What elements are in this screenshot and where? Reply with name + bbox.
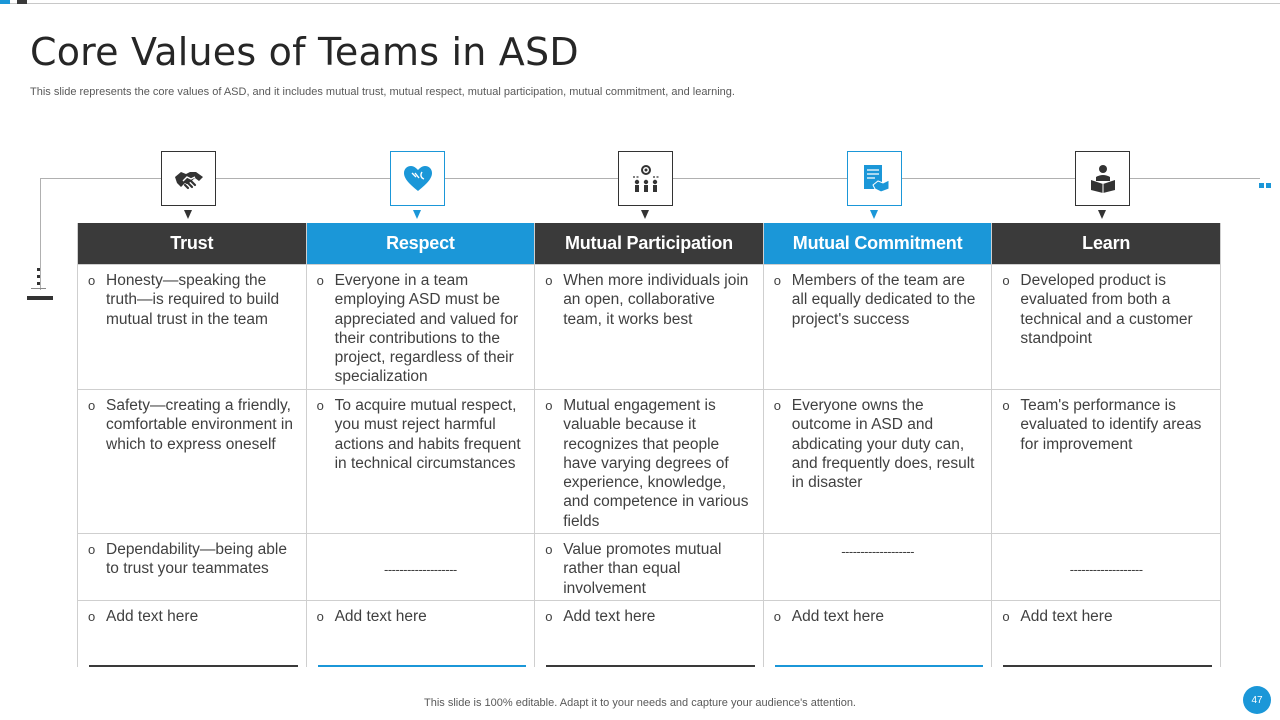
table-cell: Add text here [535,600,763,667]
table-cell: Developed product is evaluated from both… [992,264,1220,389]
placeholder-dashes: ------------------- [1069,562,1143,577]
bullet-text: Developed product is evaluated from both… [1002,271,1210,348]
reading-person-icon [1075,151,1130,206]
table-cell: ------------------- [763,533,992,600]
column-header: Trust [78,223,306,264]
bullet-text: Value promotes mutual rather than equal … [545,540,753,598]
team-gear-icon [618,151,673,206]
arrow-down-icon [870,210,878,219]
table-cell: ------------------- [992,533,1220,600]
timeline-start-marker [27,268,53,300]
top-accent-dark [17,0,27,4]
table-cell: Safety—creating a friendly, comfortable … [78,389,306,533]
top-accent-blue [0,0,10,4]
bullet-text: When more individuals join an open, coll… [545,271,753,329]
bullet-text: Mutual engagement is valuable because it… [545,396,753,531]
bullet-text: Add text here [88,607,296,627]
top-rule [0,0,1280,4]
column-header: Mutual Participation [535,223,763,264]
column-respect: Respect Everyone in a team employing ASD… [306,223,536,667]
table-cell: Everyone owns the outcome in ASD and abd… [763,389,992,533]
column-footer-bar [546,665,755,667]
arrow-down-icon [1098,210,1106,219]
handshake-icon [161,151,216,206]
table-cell: Add text here [763,600,992,667]
bullet-text: Add text here [545,607,753,627]
table-cell: Team's performance is evaluated to ident… [992,389,1220,533]
table-cell: Add text here [992,600,1220,667]
column-learn: Learn Developed product is evaluated fro… [992,223,1221,667]
timeline-end-marker [1259,175,1273,193]
column-footer-bar [317,665,527,667]
heart-icon [390,151,445,206]
table-cell: Dependability—being able to trust your t… [78,533,306,600]
placeholder-dashes: ------------------- [384,562,457,577]
arrow-down-icon [184,210,192,219]
table-cell: Mutual engagement is valuable because it… [535,389,763,533]
placeholder-dashes: ------------------- [841,544,914,559]
bullet-text: Everyone in a team employing ASD must be… [317,271,525,387]
column-trust: Trust Honesty—speaking the truth—is requ… [78,223,307,667]
bullet-text: Honesty—speaking the truth—is required t… [88,271,296,329]
bullet-text: To acquire mutual respect, you must reje… [317,396,525,473]
bullet-text: Add text here [774,607,982,627]
bullet-text: Team's performance is evaluated to ident… [1002,396,1210,454]
bullet-text: Add text here [317,607,525,627]
bullet-text: Add text here [1002,607,1210,627]
arrow-down-icon [641,210,649,219]
table-cell: When more individuals join an open, coll… [535,264,763,389]
column-footer-bar [1003,665,1212,667]
bullet-text: Safety—creating a friendly, comfortable … [88,396,296,454]
table-cell: To acquire mutual respect, you must reje… [306,389,535,533]
bullet-text: Dependability—being able to trust your t… [88,540,296,579]
slide-footer: This slide is 100% editable. Adapt it to… [424,697,856,709]
table-cell: Everyone in a team employing ASD must be… [306,264,535,389]
page-number-badge: 47 [1243,686,1271,714]
timeline-drop-line [40,178,41,290]
document-handshake-icon [847,151,902,206]
column-mutual-participation: Mutual Participation When more individua… [535,223,764,667]
bullet-text: Members of the team are all equally dedi… [774,271,982,329]
slide-title: Core Values of Teams in ASD [30,30,579,74]
bullet-text: Everyone owns the outcome in ASD and abd… [774,396,982,492]
table-cell: Add text here [78,600,306,667]
column-mutual-commitment: Mutual Commitment Members of the team ar… [763,223,993,667]
values-table: Trust Honesty—speaking the truth—is requ… [77,223,1221,667]
arrow-down-icon [413,210,421,219]
table-cell: Value promotes mutual rather than equal … [535,533,763,600]
column-header: Learn [992,223,1220,264]
column-header: Mutual Commitment [763,223,992,264]
column-footer-bar [774,665,984,667]
table-cell: Add text here [306,600,535,667]
column-footer-bar [89,665,298,667]
slide-subtitle: This slide represents the core values of… [30,86,735,98]
table-cell: ------------------- [306,533,535,600]
table-cell: Members of the team are all equally dedi… [763,264,992,389]
table-cell: Honesty—speaking the truth—is required t… [78,264,306,389]
column-header: Respect [306,223,535,264]
